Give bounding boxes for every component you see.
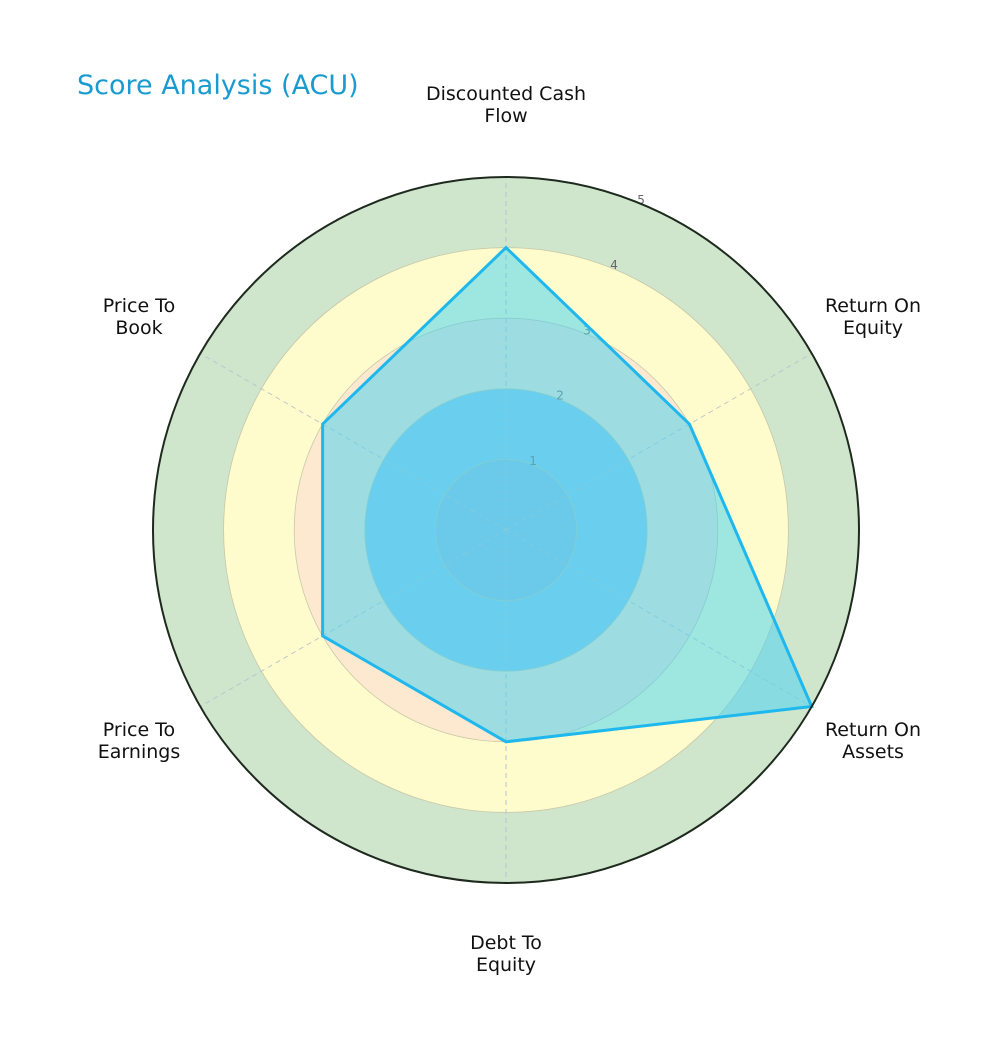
axis-label-pe: Price To Earnings bbox=[97, 719, 181, 763]
chart-title: Score Analysis (ACU) bbox=[77, 70, 359, 101]
axis-label-roa: Return On Assets bbox=[824, 719, 922, 763]
axis-label-de: Debt To Equity bbox=[470, 932, 542, 976]
axis-label-roe: Return On Equity bbox=[824, 295, 922, 339]
svg-text:5: 5 bbox=[637, 193, 645, 207]
axis-label-pb: Price To Book bbox=[102, 295, 176, 339]
acu-score-polygon bbox=[321, 245, 814, 744]
svg-text:4: 4 bbox=[610, 258, 618, 272]
outer-frame bbox=[152, 176, 860, 884]
axis-label-dcf: Discounted Cash Flow bbox=[425, 83, 587, 127]
